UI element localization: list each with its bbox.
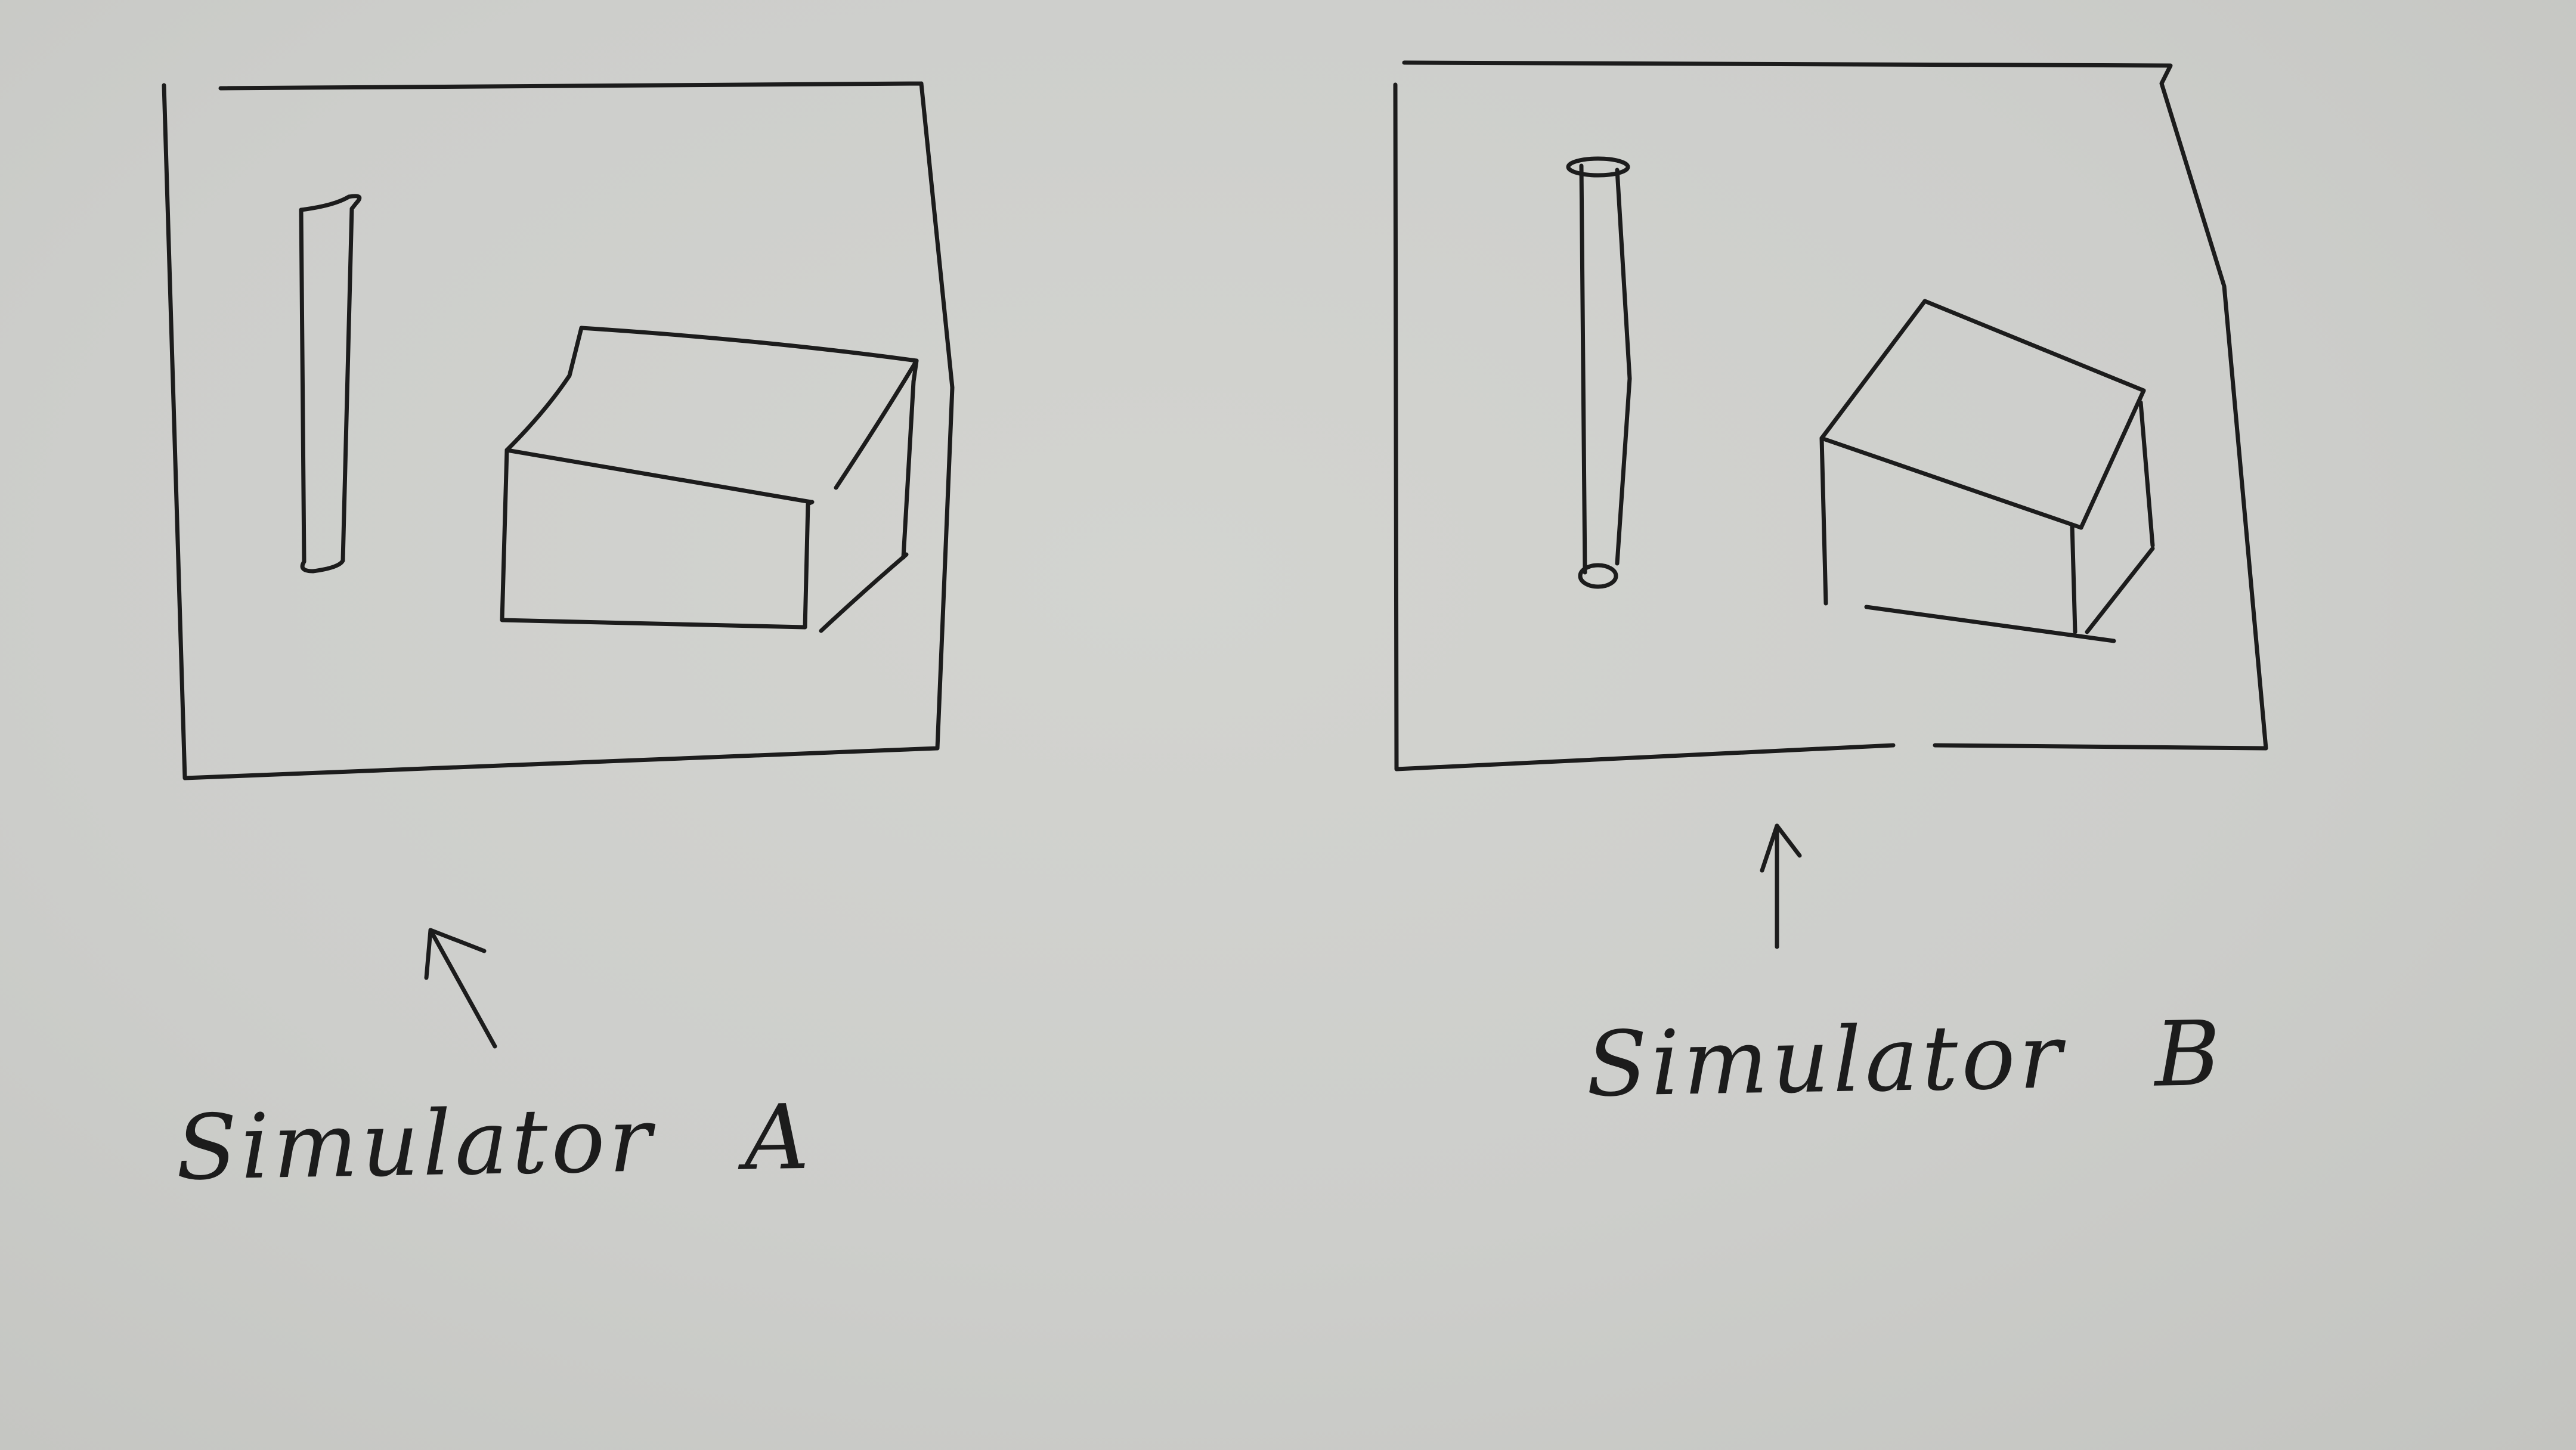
simulator-a-label: Simulator A bbox=[175, 1086, 813, 1201]
frame-a bbox=[162, 81, 955, 780]
panel-a bbox=[162, 81, 955, 1049]
arrow-b bbox=[1760, 823, 1802, 949]
pole-a bbox=[299, 194, 362, 574]
box-a bbox=[500, 326, 919, 633]
pole-b bbox=[1566, 156, 1632, 589]
simulator-b-label: Simulator B bbox=[1586, 1002, 2225, 1117]
simulator-b-letter: B bbox=[2153, 1002, 2225, 1107]
arrow-a bbox=[424, 928, 497, 1049]
panel-b bbox=[1393, 60, 2268, 949]
simulator-b-word: Simulator bbox=[1585, 1005, 2066, 1117]
simulator-a-letter: A bbox=[743, 1085, 814, 1191]
box-b bbox=[1819, 299, 2155, 643]
frame-b bbox=[1393, 60, 2268, 772]
simulator-a-word: Simulator bbox=[175, 1088, 656, 1201]
